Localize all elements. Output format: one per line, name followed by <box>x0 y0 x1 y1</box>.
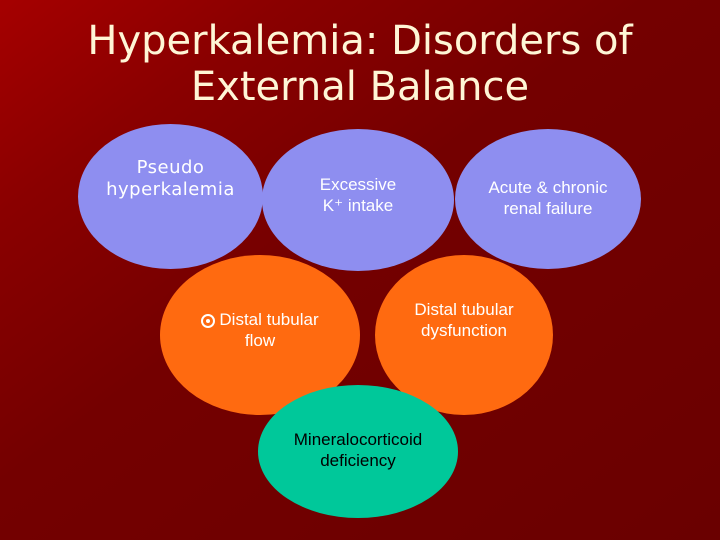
renal-failure-label: Acute & chronic renal failure <box>488 178 608 218</box>
distal-tubular-flow-text: Distal tubular flow <box>201 309 319 361</box>
distal-tubular-dysfunction-circle: Distal tubular dysfunction <box>375 255 553 415</box>
pseudo-hyperkalemia-circle: Pseudo hyperkalemia <box>78 124 263 269</box>
decrease-icon <box>201 314 216 328</box>
slide-title: Hyperkalemia: Disorders of External Bala… <box>87 18 633 110</box>
mineralocorticoid-deficiency-circle: Mineralocorticoid deficiency <box>258 385 458 518</box>
excessive-intake-label: Excessive K⁺ intake <box>319 175 397 215</box>
excessive-intake-circle: Excessive K⁺ intake <box>262 129 454 271</box>
renal-failure-circle: Acute & chronic renal failure <box>455 129 641 269</box>
distal-tubular-flow-circle: Distal tubular flow <box>160 255 360 415</box>
pseudo-hyperkalemia-label: Pseudo hyperkalemia <box>106 156 235 200</box>
mineralocorticoid-deficiency-label: Mineralocorticoid deficiency <box>293 429 423 470</box>
distal-tubular-dysfunction-label: Distal tubular dysfunction <box>414 300 514 340</box>
distal-tubular-flow-label: Distal tubular flow <box>219 310 319 350</box>
